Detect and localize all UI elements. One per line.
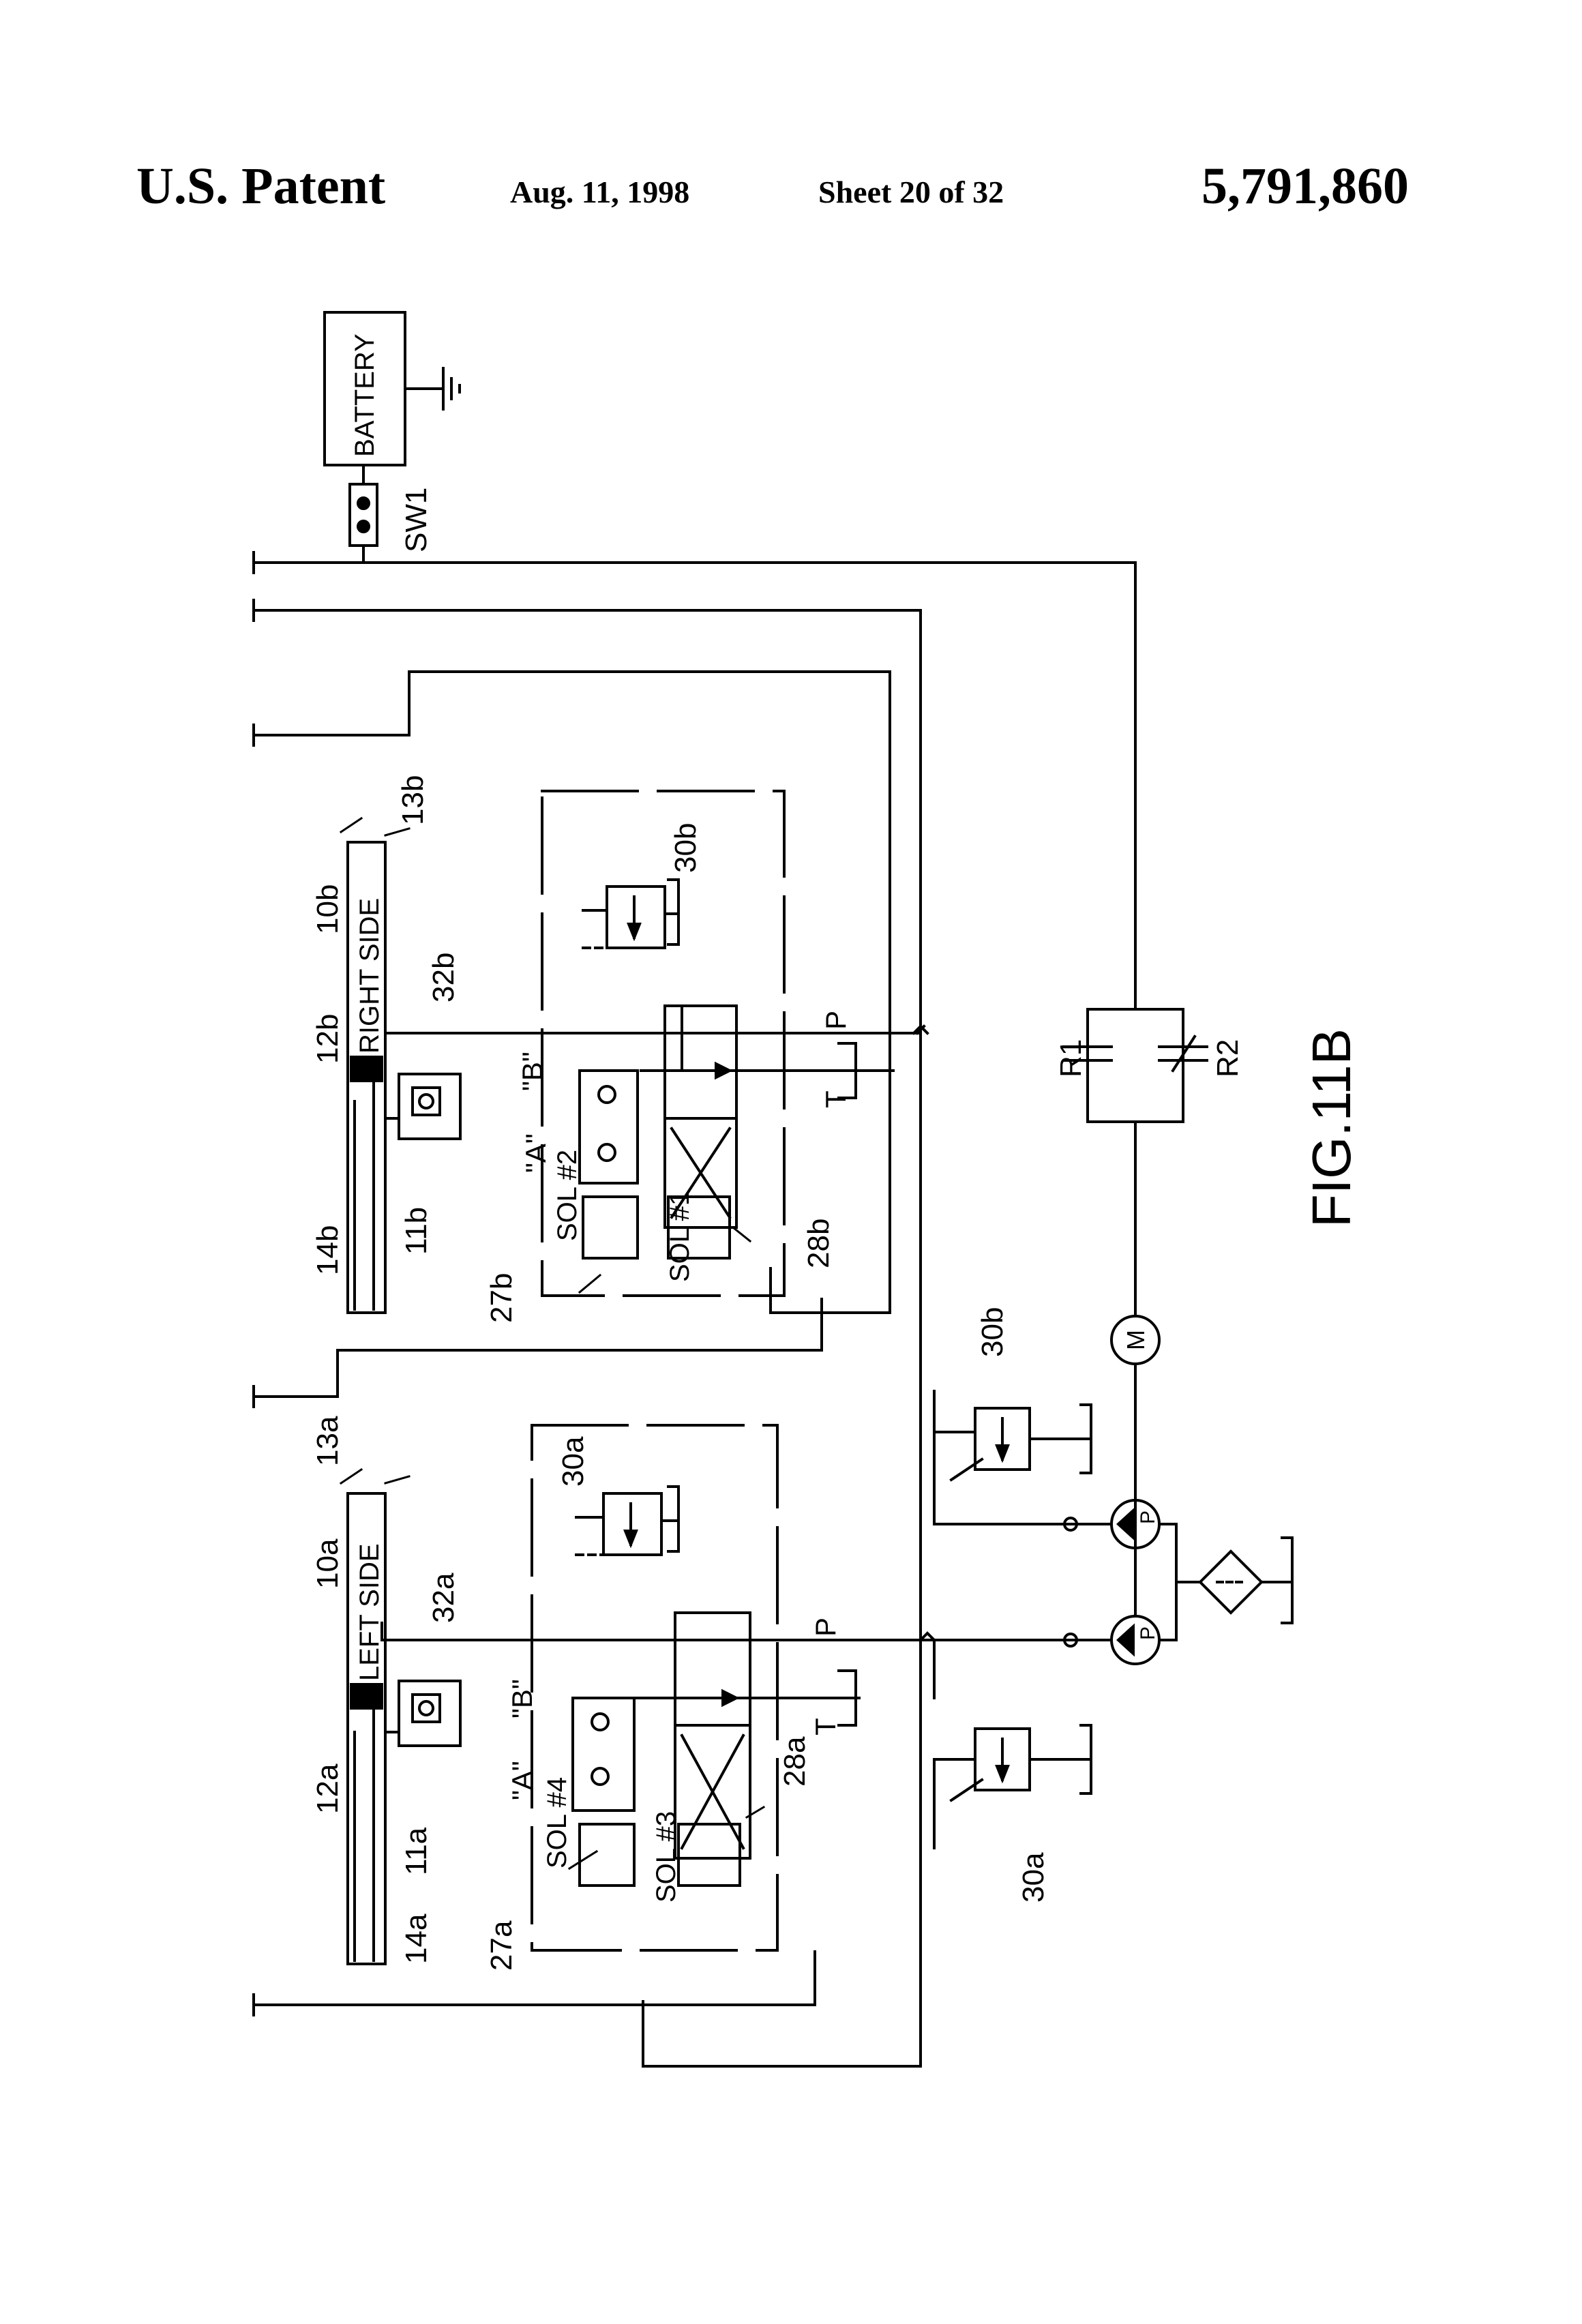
label-12a: 12a [311,1763,344,1814]
figure-label: FIG.11B [1301,1028,1362,1227]
relief-valve-30b-box [582,878,680,949]
patent-date: Aug. 11, 1998 [510,175,690,209]
port-a-left: "A" [506,1761,538,1800]
label-14a: 14a [400,1913,433,1964]
port-a-right: "A" [520,1133,552,1173]
valve-box-right [541,790,895,1297]
relief-valve-30a-pump [933,1724,1092,1802]
left-side-label: LEFT SIDE [355,1543,385,1681]
pump1-label: P [1137,1510,1159,1524]
port-b-left: "B" [506,1679,538,1718]
label-30b-pump: 30b [976,1307,1009,1357]
cylinder-right-10b [346,841,387,1314]
patent-label: U.S. Patent [136,158,386,215]
pilot-check-32b [384,1032,462,1140]
battery-symbol [323,311,461,466]
label-28a: 28a [778,1736,811,1787]
valve-box-left [531,1424,861,1952]
leader-lines [339,816,766,1871]
p-left-label: P [809,1618,841,1637]
relief-valve-30b-pump [933,1403,1092,1482]
sol1-label: SOL #1 [665,1191,695,1282]
switch-sw1 [348,464,378,564]
label-32a: 32a [427,1573,460,1623]
power-wires [252,551,1137,2068]
cylinder-left-10a [346,1492,387,1965]
label-10a: 10a [311,1538,344,1589]
sol3-label: SOL #3 [651,1811,681,1903]
label-28b: 28b [802,1219,835,1268]
label-13b: 13b [396,775,430,825]
label-11b: 11b [400,1207,433,1255]
r2-label: R2 [1211,1039,1244,1077]
label-10b: 10b [311,884,344,934]
port-b-right: "B" [516,1052,548,1091]
label-11a: 11a [400,1827,433,1875]
sol4-label: SOL #4 [542,1777,572,1868]
sol2-label: SOL #2 [552,1150,582,1241]
label-12b: 12b [311,1014,344,1064]
label-13a: 13a [311,1416,344,1466]
pump-symbols [1110,1499,1294,1665]
t-left-label: T [809,1718,841,1735]
label-30a-box: 30a [556,1436,590,1487]
right-side-label: RIGHT SIDE [355,898,385,1054]
motor-symbol [1110,1315,1161,1549]
patent-number: 5,791,860 [1202,158,1409,215]
diagram-labels: BATTERY SW1 RIGHT SIDE LEFT SIDE 10b 12b… [311,333,1362,1971]
sw1-label: SW1 [400,488,433,552]
relay-block [1062,1008,1208,1317]
motor-label: M [1122,1330,1150,1350]
label-27a: 27a [485,1920,518,1971]
pilot-check-32a [384,1639,462,1747]
pump2-label: P [1137,1626,1159,1640]
label-30a-pump: 30a [1017,1852,1050,1903]
sheet-number: Sheet 20 of 32 [818,175,1004,209]
t-right-label: T [820,1090,852,1108]
battery-label: BATTERY [350,333,380,457]
label-30b-box: 30b [669,823,702,873]
label-14b: 14b [311,1225,344,1275]
r1-label: R1 [1054,1039,1088,1077]
label-32b: 32b [427,953,460,1002]
p-right-label: P [820,1011,852,1030]
relief-valve-30a-box [575,1485,680,1556]
label-27b: 27b [485,1273,518,1323]
